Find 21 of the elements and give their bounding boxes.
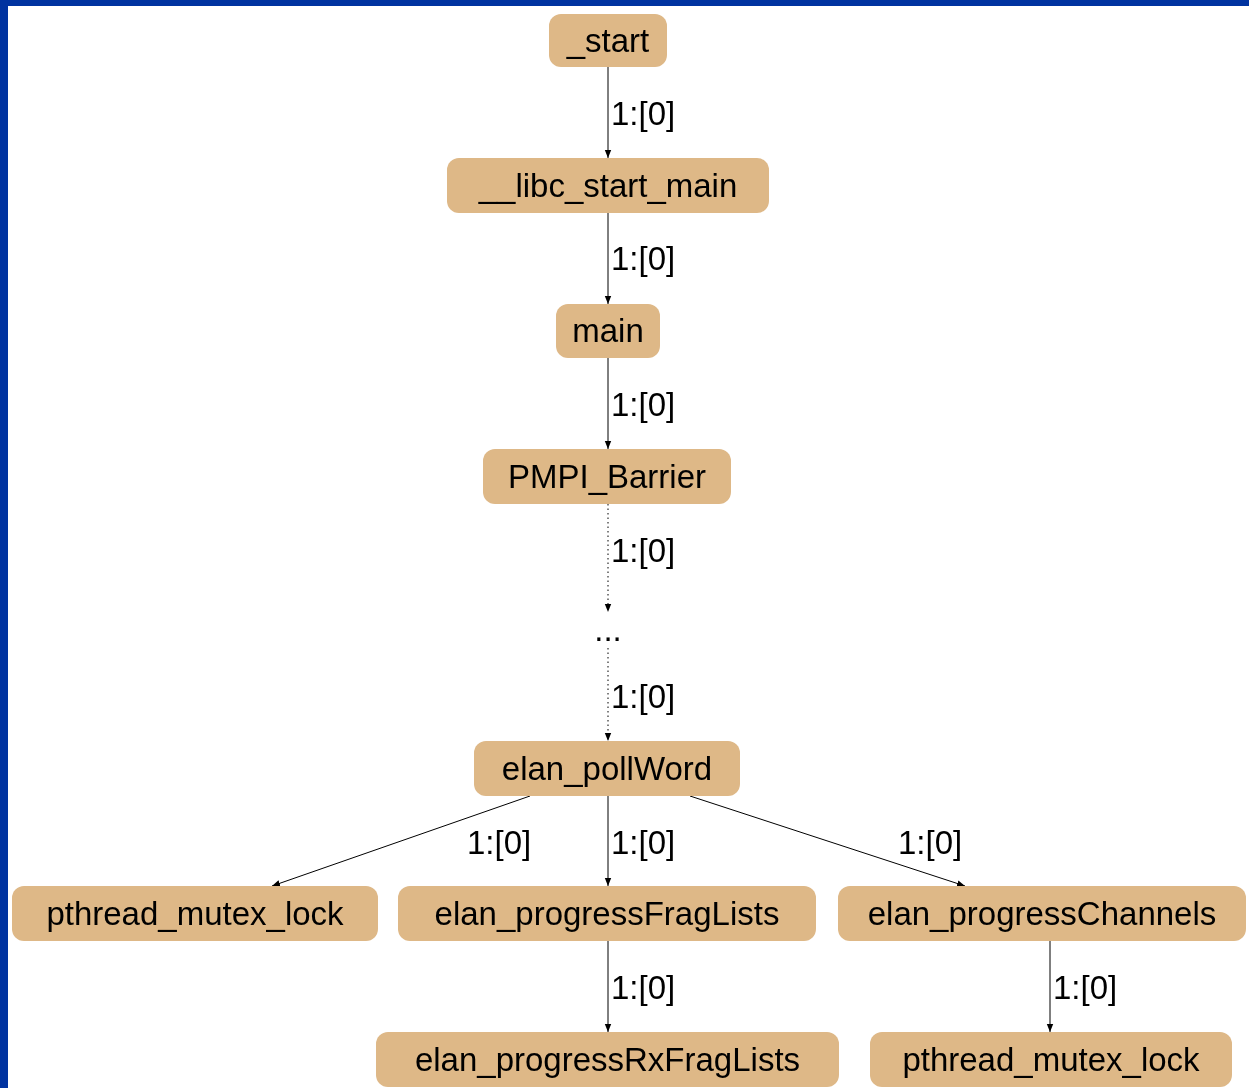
arrow <box>1046 940 1054 1033</box>
function-box: elan_progressFragLists <box>398 886 816 941</box>
arrow <box>604 647 612 742</box>
function-box: pthread_mutex_lock <box>12 886 378 941</box>
arrow <box>604 503 612 613</box>
function-box: __libc_start_main <box>447 158 769 213</box>
arrow <box>604 940 612 1033</box>
ellipsis-text: ... <box>588 612 628 648</box>
arrow <box>689 795 966 887</box>
function-box: PMPI_Barrier <box>483 449 731 504</box>
function-box: elan_pollWord <box>474 741 740 796</box>
function-box: _start <box>549 14 667 67</box>
function-box: pthread_mutex_lock <box>870 1032 1232 1087</box>
arrow <box>604 795 612 887</box>
arrow <box>271 795 531 887</box>
function-box: elan_progressChannels <box>838 886 1246 941</box>
arrow <box>604 66 612 159</box>
function-box: elan_progressRxFragLists <box>376 1032 839 1087</box>
function-box: main <box>556 304 660 358</box>
arrow <box>604 357 612 450</box>
arrow <box>604 212 612 305</box>
